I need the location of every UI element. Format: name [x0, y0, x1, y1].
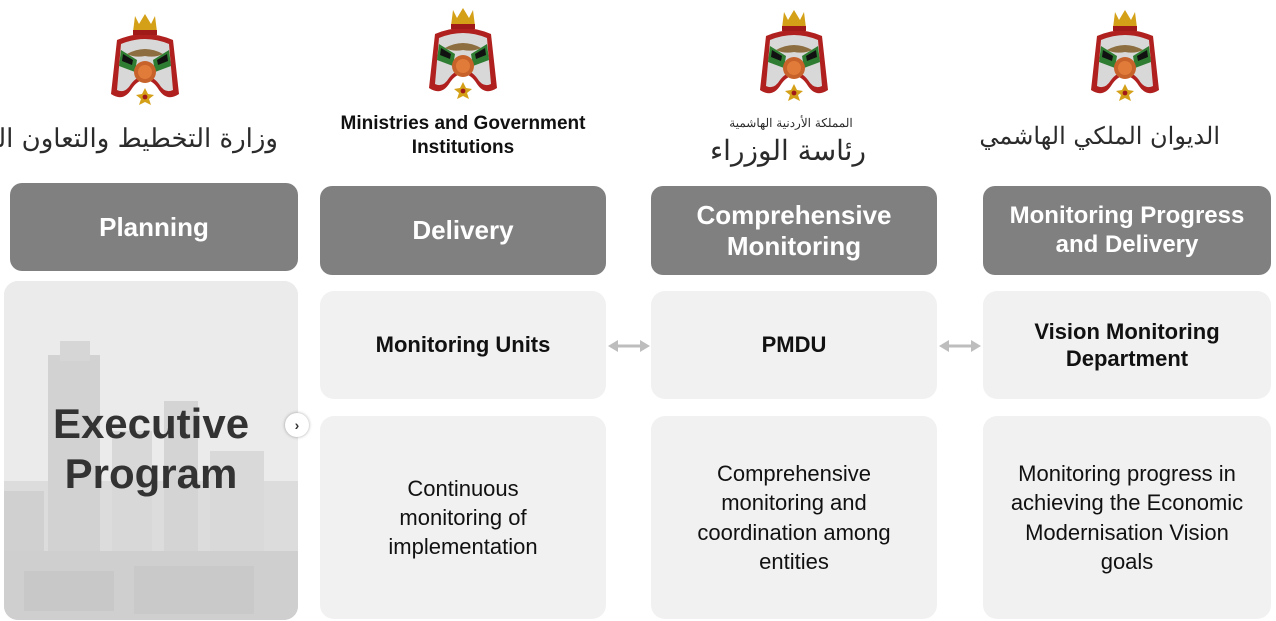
- double-arrow-icon: [608, 340, 650, 352]
- pmdu-box: PMDU: [651, 291, 937, 399]
- planning-header-label: Planning: [99, 211, 209, 242]
- jordan-coat-of-arms-icon: [1083, 6, 1167, 114]
- royal-court-arabic-logo: الديوان الملكي الهاشمي: [979, 122, 1220, 150]
- monitoring-units-label: Monitoring Units: [375, 332, 551, 358]
- monitoring-units-box: Monitoring Units: [320, 291, 606, 399]
- double-arrow-icon: [939, 340, 981, 352]
- vision-description-box: Monitoring progress in achieving the Eco…: [983, 416, 1271, 619]
- ministries-caption: Ministries and Government Institutions: [340, 113, 586, 158]
- planning-header: Planning: [10, 183, 298, 271]
- pmdu-label: PMDU: [761, 332, 827, 358]
- delivery-description: Continuous monitoring of implementation: [388, 475, 538, 560]
- delivery-description-box: Continuous monitoring of implementation: [320, 416, 606, 619]
- prime-ministry-arabic-logo: رئاسة الوزراء: [710, 134, 866, 167]
- city-skyline-photo: [4, 281, 298, 620]
- jordan-coat-of-arms-icon: [752, 6, 836, 114]
- monitoring-progress-header-label: Monitoring Progress and Delivery: [1009, 202, 1245, 258]
- vision-description: Monitoring progress in achieving the Eco…: [1010, 461, 1244, 574]
- monitoring-progress-header: Monitoring Progress and Delivery: [983, 186, 1271, 275]
- ministry-planning-arabic-logo: وزارة التخطيط والتعاون الدولي: [0, 124, 278, 154]
- comprehensive-monitoring-header: Comprehensive Monitoring: [651, 186, 937, 275]
- jordan-coat-of-arms-icon: [103, 10, 187, 118]
- jordan-coat-of-arms-icon: [421, 4, 505, 112]
- delivery-header-label: Delivery: [412, 215, 514, 246]
- vision-monitoring-department-box: Vision Monitoring Department: [983, 291, 1271, 399]
- executive-program-title: Executive Program: [52, 400, 250, 498]
- pmdu-description-box: Comprehensive monitoring and coordinatio…: [651, 416, 937, 619]
- comprehensive-monitoring-header-label: Comprehensive Monitoring: [696, 199, 892, 261]
- vision-monitoring-department-label: Vision Monitoring Department: [1034, 318, 1220, 372]
- delivery-header: Delivery: [320, 186, 606, 275]
- executive-program-panel: Executive Program: [4, 281, 298, 620]
- kingdom-arabic-label: المملكة الأردنية الهاشمية: [729, 116, 853, 130]
- chevron-right-icon: ›: [285, 413, 309, 437]
- pmdu-description: Comprehensive monitoring and coordinatio…: [697, 461, 891, 574]
